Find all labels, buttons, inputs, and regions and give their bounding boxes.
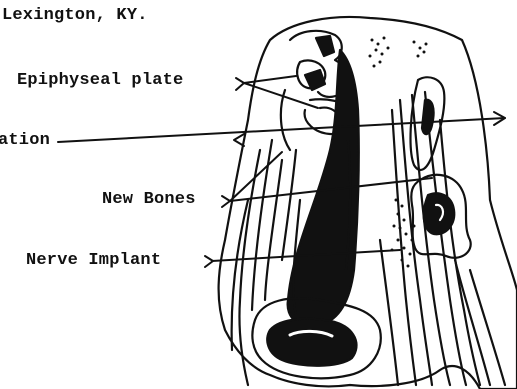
arrowhead-nerve-implant: [205, 256, 213, 267]
arrowhead-epiphyseal: [236, 78, 244, 90]
arrowhead-amputation-left: [234, 134, 244, 146]
arrowhead-new-bones: [222, 196, 230, 207]
leader-epiphyseal-1: [244, 76, 296, 83]
